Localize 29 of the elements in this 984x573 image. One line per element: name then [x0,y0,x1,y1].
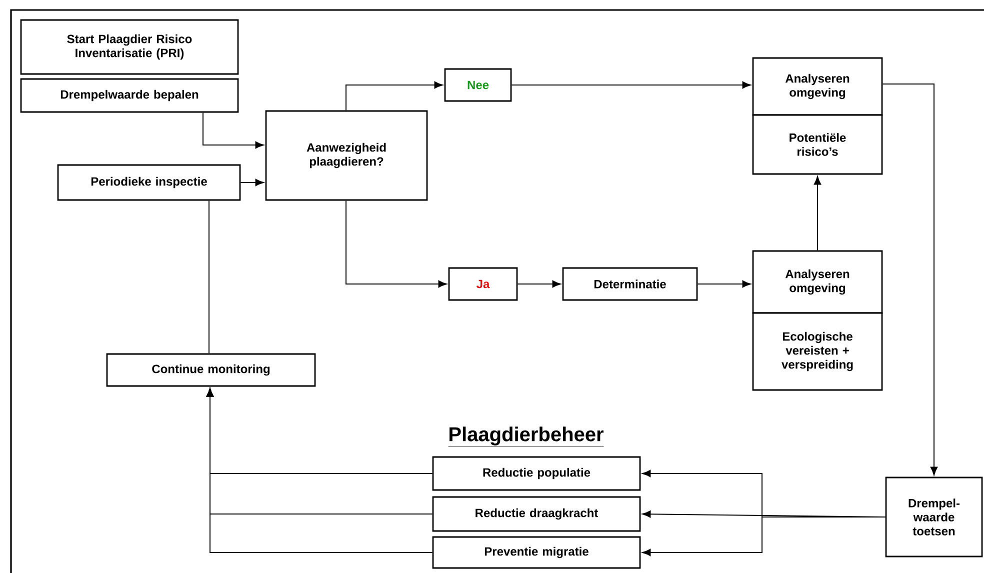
process-box: Preventie migratie [432,536,641,569]
process-box: Potentiële risico’s [752,114,883,175]
arrow [240,178,264,186]
process-box: Analyseren omgeving [752,57,883,116]
process-box: Drempelwaarde bepalen [20,78,239,113]
process-box: Drempel- waarde toetsen [885,476,983,558]
process-box: Reductie populatie [432,456,641,491]
process-box: Reductie draagkracht [432,496,641,532]
answer-box: Nee [444,68,512,102]
decision-box: Aanwezigheid plaagdieren? [265,110,428,201]
process-box: Determinatie [562,267,698,301]
process-box: Analyseren omgeving [752,250,883,314]
connector-line [208,200,210,354]
arrow [697,280,751,288]
arrow [346,200,447,288]
arrow [202,112,264,149]
section-heading: Plaagdierbeheer [448,426,604,447]
arrow [814,176,822,251]
process-box: Periodieke inspectie [57,164,241,201]
process-box: Start Plaagdier Risico Inventarisatie (PRI) [20,19,239,75]
arrow [511,81,751,89]
arrow [346,81,443,111]
arrow [882,84,938,476]
arrow [206,388,433,553]
arrow [642,516,886,556]
process-box: Continue monitoring [106,353,316,387]
process-box: Ecologische vereisten + verspreiding [752,312,883,391]
arrow [517,280,561,288]
answer-box: Ja [448,267,518,301]
